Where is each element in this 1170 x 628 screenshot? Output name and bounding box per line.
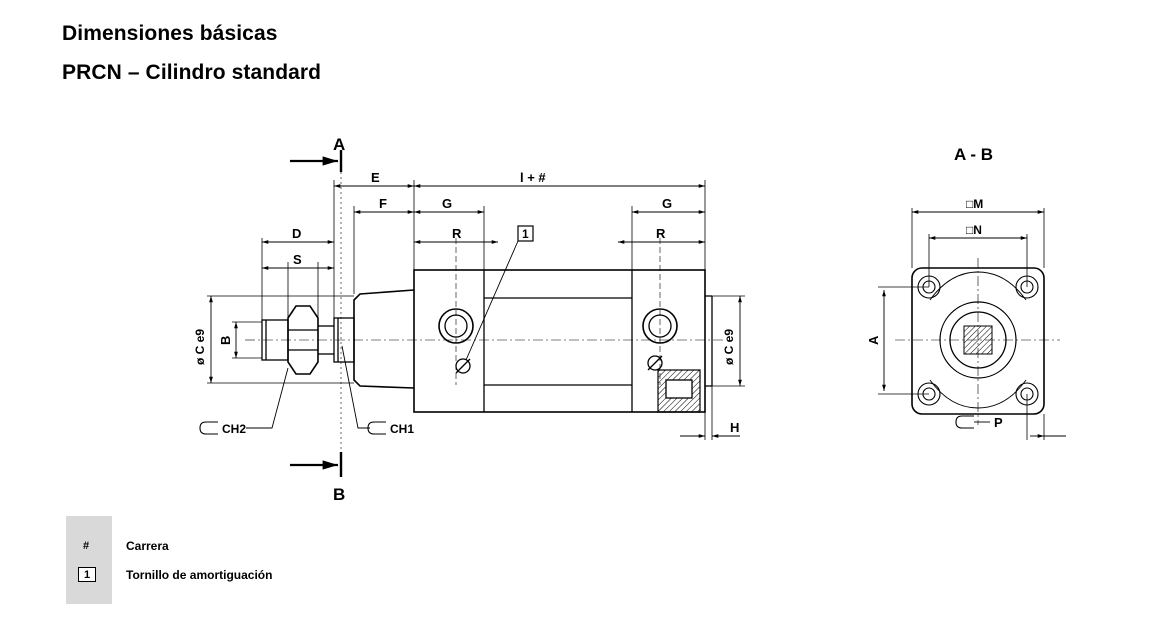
label-dim-a: A xyxy=(866,335,881,345)
label-dim-n: □N xyxy=(966,223,982,237)
legend-background xyxy=(66,516,112,604)
label-section-b: B xyxy=(333,485,345,504)
label-section-a: A xyxy=(333,135,345,154)
rod-nut xyxy=(287,305,319,375)
label-dim-h: H xyxy=(730,420,739,435)
label-dim-e: E xyxy=(371,170,380,185)
page-title: Dimensiones básicas xyxy=(62,22,278,45)
label-dim-p: P xyxy=(994,415,1003,430)
label-dim-b: B xyxy=(218,336,233,345)
label-dim-d: D xyxy=(292,226,301,241)
label-dim-r-front: R xyxy=(452,226,462,241)
wrench-ch1-icon xyxy=(367,421,386,435)
callout-1-box xyxy=(517,225,534,242)
legend-key-hash: # xyxy=(82,539,90,552)
label-wrench-ch1: CH1 xyxy=(390,422,414,436)
label-dim-g-rear: G xyxy=(662,196,672,211)
label-dim-m: □M xyxy=(966,197,983,211)
label-callout-1: 1 xyxy=(522,227,529,241)
cylinder-body xyxy=(413,269,706,413)
front-cap xyxy=(353,289,415,389)
legend-row-stroke: # Carrera xyxy=(78,539,169,553)
label-dim-f: F xyxy=(379,196,387,211)
page-subtitle: PRCN – Cilindro standard xyxy=(62,61,322,84)
label-dim-c-right: ø C e9 xyxy=(722,329,736,365)
legend-text-stroke: Carrera xyxy=(126,538,169,553)
wrench-p-icon xyxy=(955,415,974,429)
label-wrench-ch2: CH2 xyxy=(222,422,246,436)
wrench-ch2-icon xyxy=(199,421,218,435)
legend-text-cushion: Tornillo de amortiguación xyxy=(126,567,273,582)
legend-key-1: 1 xyxy=(78,567,96,582)
legend-row-cushion: 1 Tornillo de amortiguación xyxy=(78,567,272,582)
label-dim-c-left: ø C e9 xyxy=(193,329,207,365)
label-section-view: A - B xyxy=(954,145,993,164)
cushion-screw-rear xyxy=(647,355,663,371)
label-dim-r-rear: R xyxy=(656,226,666,241)
label-dim-stroke: l + # xyxy=(520,170,546,185)
label-dim-g-front: G xyxy=(442,196,452,211)
label-dim-s: S xyxy=(293,252,302,267)
